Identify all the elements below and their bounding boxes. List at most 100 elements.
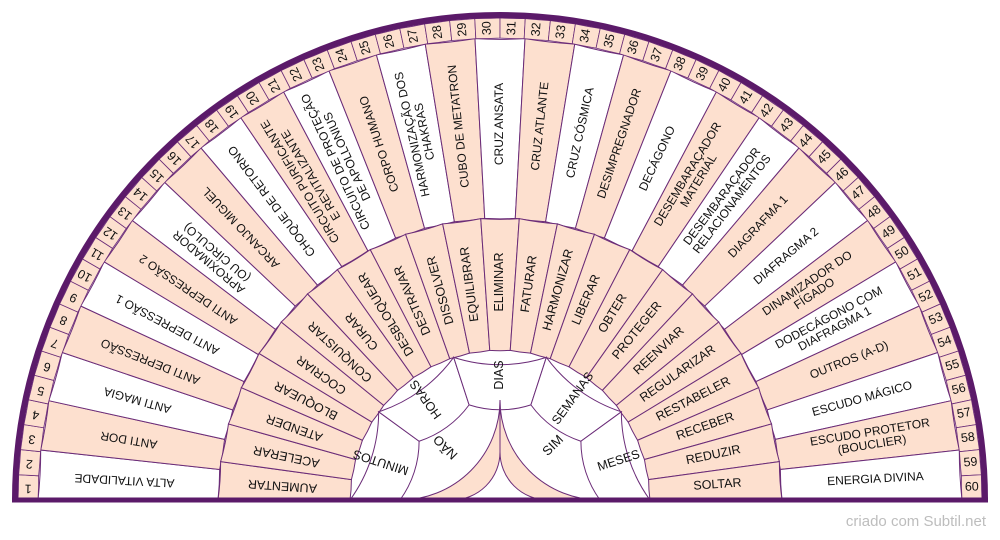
- number-label: 35: [601, 32, 618, 49]
- number-label: 30: [480, 21, 494, 35]
- number-label-line: 33: [553, 24, 569, 40]
- number-label-line: 18: [202, 116, 222, 136]
- number-label: 48: [864, 202, 884, 222]
- number-label-line: 56: [950, 381, 967, 398]
- number-label: 38: [671, 55, 689, 73]
- number-label-line: 54: [936, 333, 954, 351]
- number-label-line: 34: [577, 28, 593, 44]
- number-label: 24: [333, 46, 351, 64]
- number-label: 3: [28, 432, 37, 447]
- number-label-line: 41: [736, 88, 755, 107]
- number-label: 20: [243, 88, 262, 107]
- number-label: 7: [49, 335, 60, 351]
- number-label-line: 8: [58, 312, 70, 328]
- number-label-line: 21: [265, 76, 284, 95]
- number-label-line: 22: [287, 65, 306, 84]
- credit-text: criado com Subtil.net: [845, 513, 986, 530]
- number-label-line: 37: [648, 46, 666, 64]
- number-label-line: 20: [243, 88, 262, 107]
- number-label: 32: [529, 22, 544, 37]
- action-label: ELIMINAR: [492, 252, 506, 311]
- number-label: 19: [222, 102, 241, 121]
- number-label: 40: [715, 75, 734, 94]
- number-label-line: 3: [28, 432, 37, 447]
- action-label-line: AUMENTAR: [247, 476, 317, 495]
- number-label-line: 52: [916, 287, 935, 306]
- action-label-line: SOLTAR: [693, 476, 742, 493]
- number-label: 11: [88, 245, 106, 264]
- number-label: 26: [381, 33, 398, 50]
- outer-label-line: CRUZ ANSATA: [492, 83, 506, 165]
- number-label-line: 38: [671, 55, 689, 73]
- number-label: 39: [693, 64, 712, 83]
- number-label: 25: [357, 39, 374, 56]
- action-label: SOLTAR: [693, 476, 742, 493]
- number-label: 5: [36, 383, 46, 398]
- number-label-line: 43: [777, 115, 797, 135]
- answer-label: SIM: [540, 432, 567, 459]
- number-label-line: 25: [357, 39, 374, 56]
- number-label: 60: [965, 480, 979, 494]
- number-label: 27: [405, 28, 421, 44]
- number-label: 28: [430, 24, 446, 40]
- number-label: 43: [777, 115, 797, 135]
- answer-label: NÃO: [430, 432, 461, 463]
- outer-arc-border: [12, 12, 988, 501]
- number-label-line: 13: [115, 203, 135, 223]
- number-label: 56: [950, 381, 967, 398]
- action-label-line: ELIMINAR: [492, 252, 506, 311]
- outer-label: ALTA VITALIDADE: [74, 471, 175, 490]
- number-label: 1: [24, 481, 31, 495]
- number-label-line: 50: [892, 243, 911, 262]
- number-label-line: 7: [49, 335, 60, 351]
- number-label: 23: [310, 55, 328, 73]
- action-label: AUMENTAR: [247, 476, 317, 495]
- number-label-line: 19: [222, 102, 241, 121]
- number-label: 51: [905, 265, 924, 284]
- number-label: 29: [455, 22, 470, 37]
- number-label: 18: [202, 116, 222, 136]
- outer-label-line: ENERGIA DIVINA: [827, 469, 924, 488]
- number-label-line: 31: [504, 21, 518, 35]
- number-label-line: 49: [879, 222, 898, 241]
- number-label: 2: [25, 456, 33, 471]
- number-label: 37: [648, 46, 666, 64]
- number-label-line: 2: [25, 456, 33, 471]
- number-label: 31: [504, 21, 518, 35]
- answer-label-line: NÃO: [430, 432, 461, 463]
- number-label-line: 5: [36, 383, 46, 398]
- number-label-line: 6: [42, 359, 53, 374]
- number-label-line: 29: [455, 22, 470, 37]
- number-label-line: 57: [956, 405, 972, 421]
- number-label-line: 12: [101, 224, 120, 243]
- number-label: 8: [58, 312, 70, 328]
- number-label: 52: [916, 287, 935, 306]
- number-label: 21: [265, 76, 284, 95]
- number-label: 6: [42, 359, 53, 374]
- number-label: 42: [757, 101, 776, 120]
- number-label-line: 4: [31, 407, 40, 422]
- number-label-line: 59: [963, 455, 978, 470]
- number-label-line: 28: [430, 24, 446, 40]
- number-label: 13: [115, 203, 135, 223]
- number-label-line: 40: [715, 75, 734, 94]
- number-label: 12: [101, 224, 120, 243]
- number-label: 36: [625, 39, 642, 56]
- number-label: 54: [936, 333, 954, 351]
- number-label-line: 27: [405, 28, 421, 44]
- time-label: DIAS: [492, 360, 506, 389]
- answer-label-line: SIM: [540, 432, 567, 459]
- number-label: 33: [553, 24, 569, 40]
- number-label-line: 24: [333, 46, 351, 64]
- number-label-line: 48: [864, 202, 884, 222]
- number-label: 10: [75, 266, 94, 285]
- number-label: 34: [577, 28, 593, 44]
- number-label: 4: [31, 407, 40, 422]
- chart-borders: [12, 12, 988, 503]
- outer-label: ENERGIA DIVINA: [827, 469, 924, 488]
- number-label-line: 42: [757, 101, 776, 120]
- time-label-line: DIAS: [492, 360, 506, 389]
